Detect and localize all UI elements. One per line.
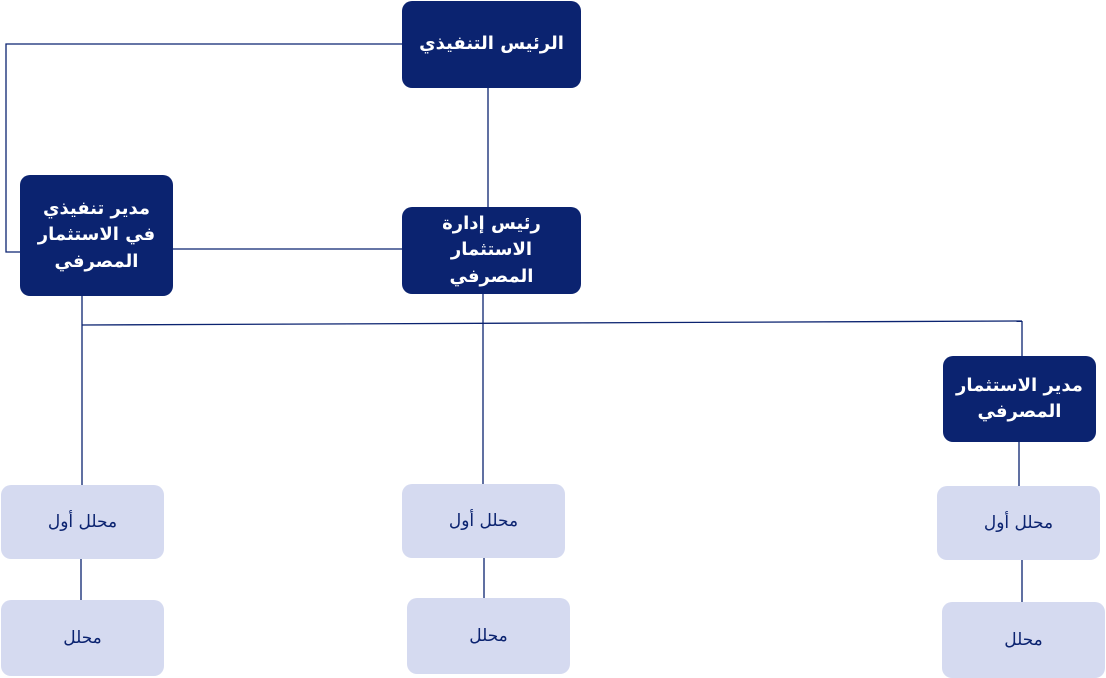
analyst-center-label: محلل [469,625,508,646]
analyst-left-label: محلل [63,627,102,648]
first-analyst-left-label: محلل أول [47,511,118,532]
manager-banking-investment-label: مدير الاستثمار المصرفي [956,374,1083,422]
ceo-box: الرئيس التنفيذي [402,1,581,88]
first-analyst-right-box: محلل أول [937,486,1100,560]
first-analyst-right-label: محلل أول [983,512,1054,533]
analyst-left-box: محلل [1,600,164,676]
connector-ceo-to-exec-director [5,43,402,253]
manager-banking-investment-box: مدير الاستثمار المصرفي [943,356,1096,442]
first-analyst-center-box: محلل أول [402,484,565,558]
analyst-right-label: محلل [1004,629,1043,650]
first-analyst-center-label: محلل أول [448,510,519,531]
head-banking-investment-label: رئيس إدارة الاستثمار المصرفي [442,213,541,287]
analyst-center-box: محلل [407,598,570,674]
ceo-label: الرئيس التنفيذي [419,33,564,55]
exec-director-banking-investment-label: مدير تنفيذي في الاستثمار المصرفي [37,198,156,272]
exec-director-banking-investment-box: مدير تنفيذي في الاستثمار المصرفي [20,175,173,296]
first-analyst-left-box: محلل أول [1,485,164,559]
analyst-right-box: محلل [942,602,1105,678]
head-banking-investment-box: رئيس إدارة الاستثمار المصرفي [402,207,581,294]
connector-horizontal-bus [81,320,1023,326]
